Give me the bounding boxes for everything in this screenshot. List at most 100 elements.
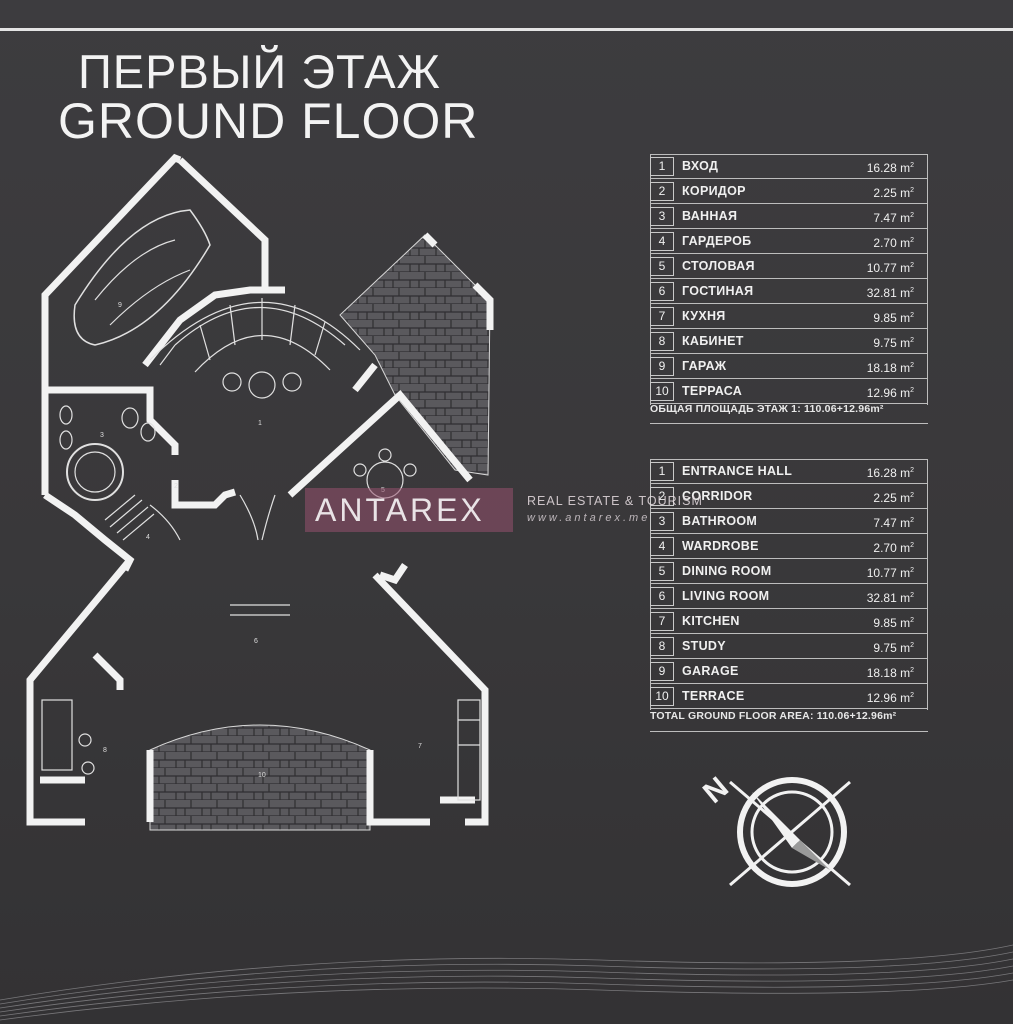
room-number: 9 — [650, 662, 674, 681]
room-area: 16.28 m2 — [867, 459, 914, 485]
room-number: 5 — [650, 257, 674, 276]
room-area-value: 9.85 m — [873, 616, 911, 630]
area-unit-superscript: 2 — [910, 287, 914, 294]
area-unit-superscript: 2 — [910, 692, 914, 699]
room-area-value: 32.81 m — [866, 286, 911, 300]
total-rule-english — [650, 731, 928, 732]
room-name: ТЕРРАСА — [682, 384, 743, 398]
floor-plan: 9 1 3 2 4 5 6 8 7 10 — [26, 153, 494, 831]
area-unit-superscript: 2 — [910, 237, 914, 244]
room-area: 32.81 m2 — [867, 584, 914, 610]
room-area: 2.25 m2 — [873, 179, 914, 205]
room-number: 10 — [650, 382, 674, 401]
room-number: 2 — [650, 487, 674, 506]
total-area-russian: ОБЩАЯ ПЛОЩАДЬ ЭТАЖ 1: 110.06+12.96m² — [650, 403, 884, 415]
area-unit-superscript: 2 — [910, 642, 914, 649]
room-name: КУХНЯ — [682, 309, 726, 323]
walls — [26, 153, 494, 826]
room-area: 10.77 m2 — [867, 559, 914, 585]
room-area-value: 2.70 m — [873, 236, 911, 250]
room-row: 1 ВХОД 16.28 m2 — [650, 154, 928, 179]
room-name: KITCHEN — [682, 614, 740, 628]
room-name: DINING ROOM — [682, 564, 772, 578]
room-area: 18.18 m2 — [867, 659, 914, 685]
plan-label-bath: 3 — [100, 432, 104, 439]
room-area-value: 18.18 m — [866, 666, 911, 680]
area-unit-superscript: 2 — [910, 467, 914, 474]
room-number: 6 — [650, 282, 674, 301]
room-number: 3 — [650, 207, 674, 226]
room-area-value: 9.85 m — [873, 311, 911, 325]
room-number: 1 — [650, 157, 674, 176]
room-number: 4 — [650, 232, 674, 251]
area-unit-superscript: 2 — [910, 387, 914, 394]
room-name: ГАРДЕРОБ — [682, 234, 752, 248]
bottom-wave-decoration — [0, 944, 1013, 1021]
room-area: 10.77 m2 — [867, 254, 914, 280]
room-area-value: 18.18 m — [866, 361, 911, 375]
plan-label-wardrobe: 4 — [146, 534, 150, 541]
room-name: СТОЛОВАЯ — [682, 259, 755, 273]
plan-label-living: 6 — [254, 638, 258, 645]
plan-label-hall: 1 — [258, 420, 262, 427]
room-area-value: 2.25 m — [873, 491, 911, 505]
area-unit-superscript: 2 — [910, 517, 914, 524]
room-area: 12.96 m2 — [867, 379, 914, 405]
area-unit-superscript: 2 — [910, 212, 914, 219]
area-unit-superscript: 2 — [910, 492, 914, 499]
interior-lines — [41, 209, 481, 801]
room-number: 5 — [650, 562, 674, 581]
room-number: 7 — [650, 307, 674, 326]
room-name: ВАННАЯ — [682, 209, 738, 223]
terrace-lower-stone — [149, 724, 371, 831]
room-number: 1 — [650, 462, 674, 481]
watermark-box — [305, 488, 513, 532]
watermark-tagline: REAL ESTATE & TOURISM — [527, 494, 703, 508]
area-unit-superscript: 2 — [910, 262, 914, 269]
room-row: 10 ТЕРРАСА 12.96 m2 — [650, 379, 928, 404]
area-unit-superscript: 2 — [910, 567, 914, 574]
room-name: STUDY — [682, 639, 726, 653]
title-english: GROUND FLOOR — [58, 93, 479, 149]
room-area: 9.85 m2 — [873, 609, 914, 635]
watermark: ANTAREX REAL ESTATE & TOURISM www.antare… — [305, 488, 702, 532]
room-name: CORRIDOR — [682, 489, 753, 503]
room-area-value: 10.77 m — [866, 261, 911, 275]
room-row: 5 DINING ROOM 10.77 m2 — [650, 559, 928, 584]
room-area-value: 16.28 m — [866, 466, 911, 480]
room-number: 9 — [650, 357, 674, 376]
area-unit-superscript: 2 — [910, 617, 914, 624]
room-area: 18.18 m2 — [867, 354, 914, 380]
room-area: 2.70 m2 — [873, 534, 914, 560]
title-russian: ПЕРВЫЙ ЭТАЖ — [78, 45, 441, 98]
room-area-value: 2.25 m — [873, 186, 911, 200]
room-name: TERRACE — [682, 689, 745, 703]
room-area-value: 7.47 m — [873, 516, 911, 530]
area-unit-superscript: 2 — [910, 542, 914, 549]
room-name: КАБИНЕТ — [682, 334, 744, 348]
room-area: 32.81 m2 — [867, 279, 914, 305]
plan-label-terrace: 10 — [258, 772, 266, 779]
plan-label-garage: 9 — [118, 302, 122, 309]
room-name: ВХОД — [682, 159, 719, 173]
room-number: 8 — [650, 332, 674, 351]
room-area: 16.28 m2 — [867, 154, 914, 180]
room-area: 7.47 m2 — [873, 204, 914, 230]
north-compass-icon: N — [700, 771, 851, 887]
room-name: BATHROOM — [682, 514, 758, 528]
area-unit-superscript: 2 — [910, 162, 914, 169]
room-area-value: 12.96 m — [866, 691, 911, 705]
